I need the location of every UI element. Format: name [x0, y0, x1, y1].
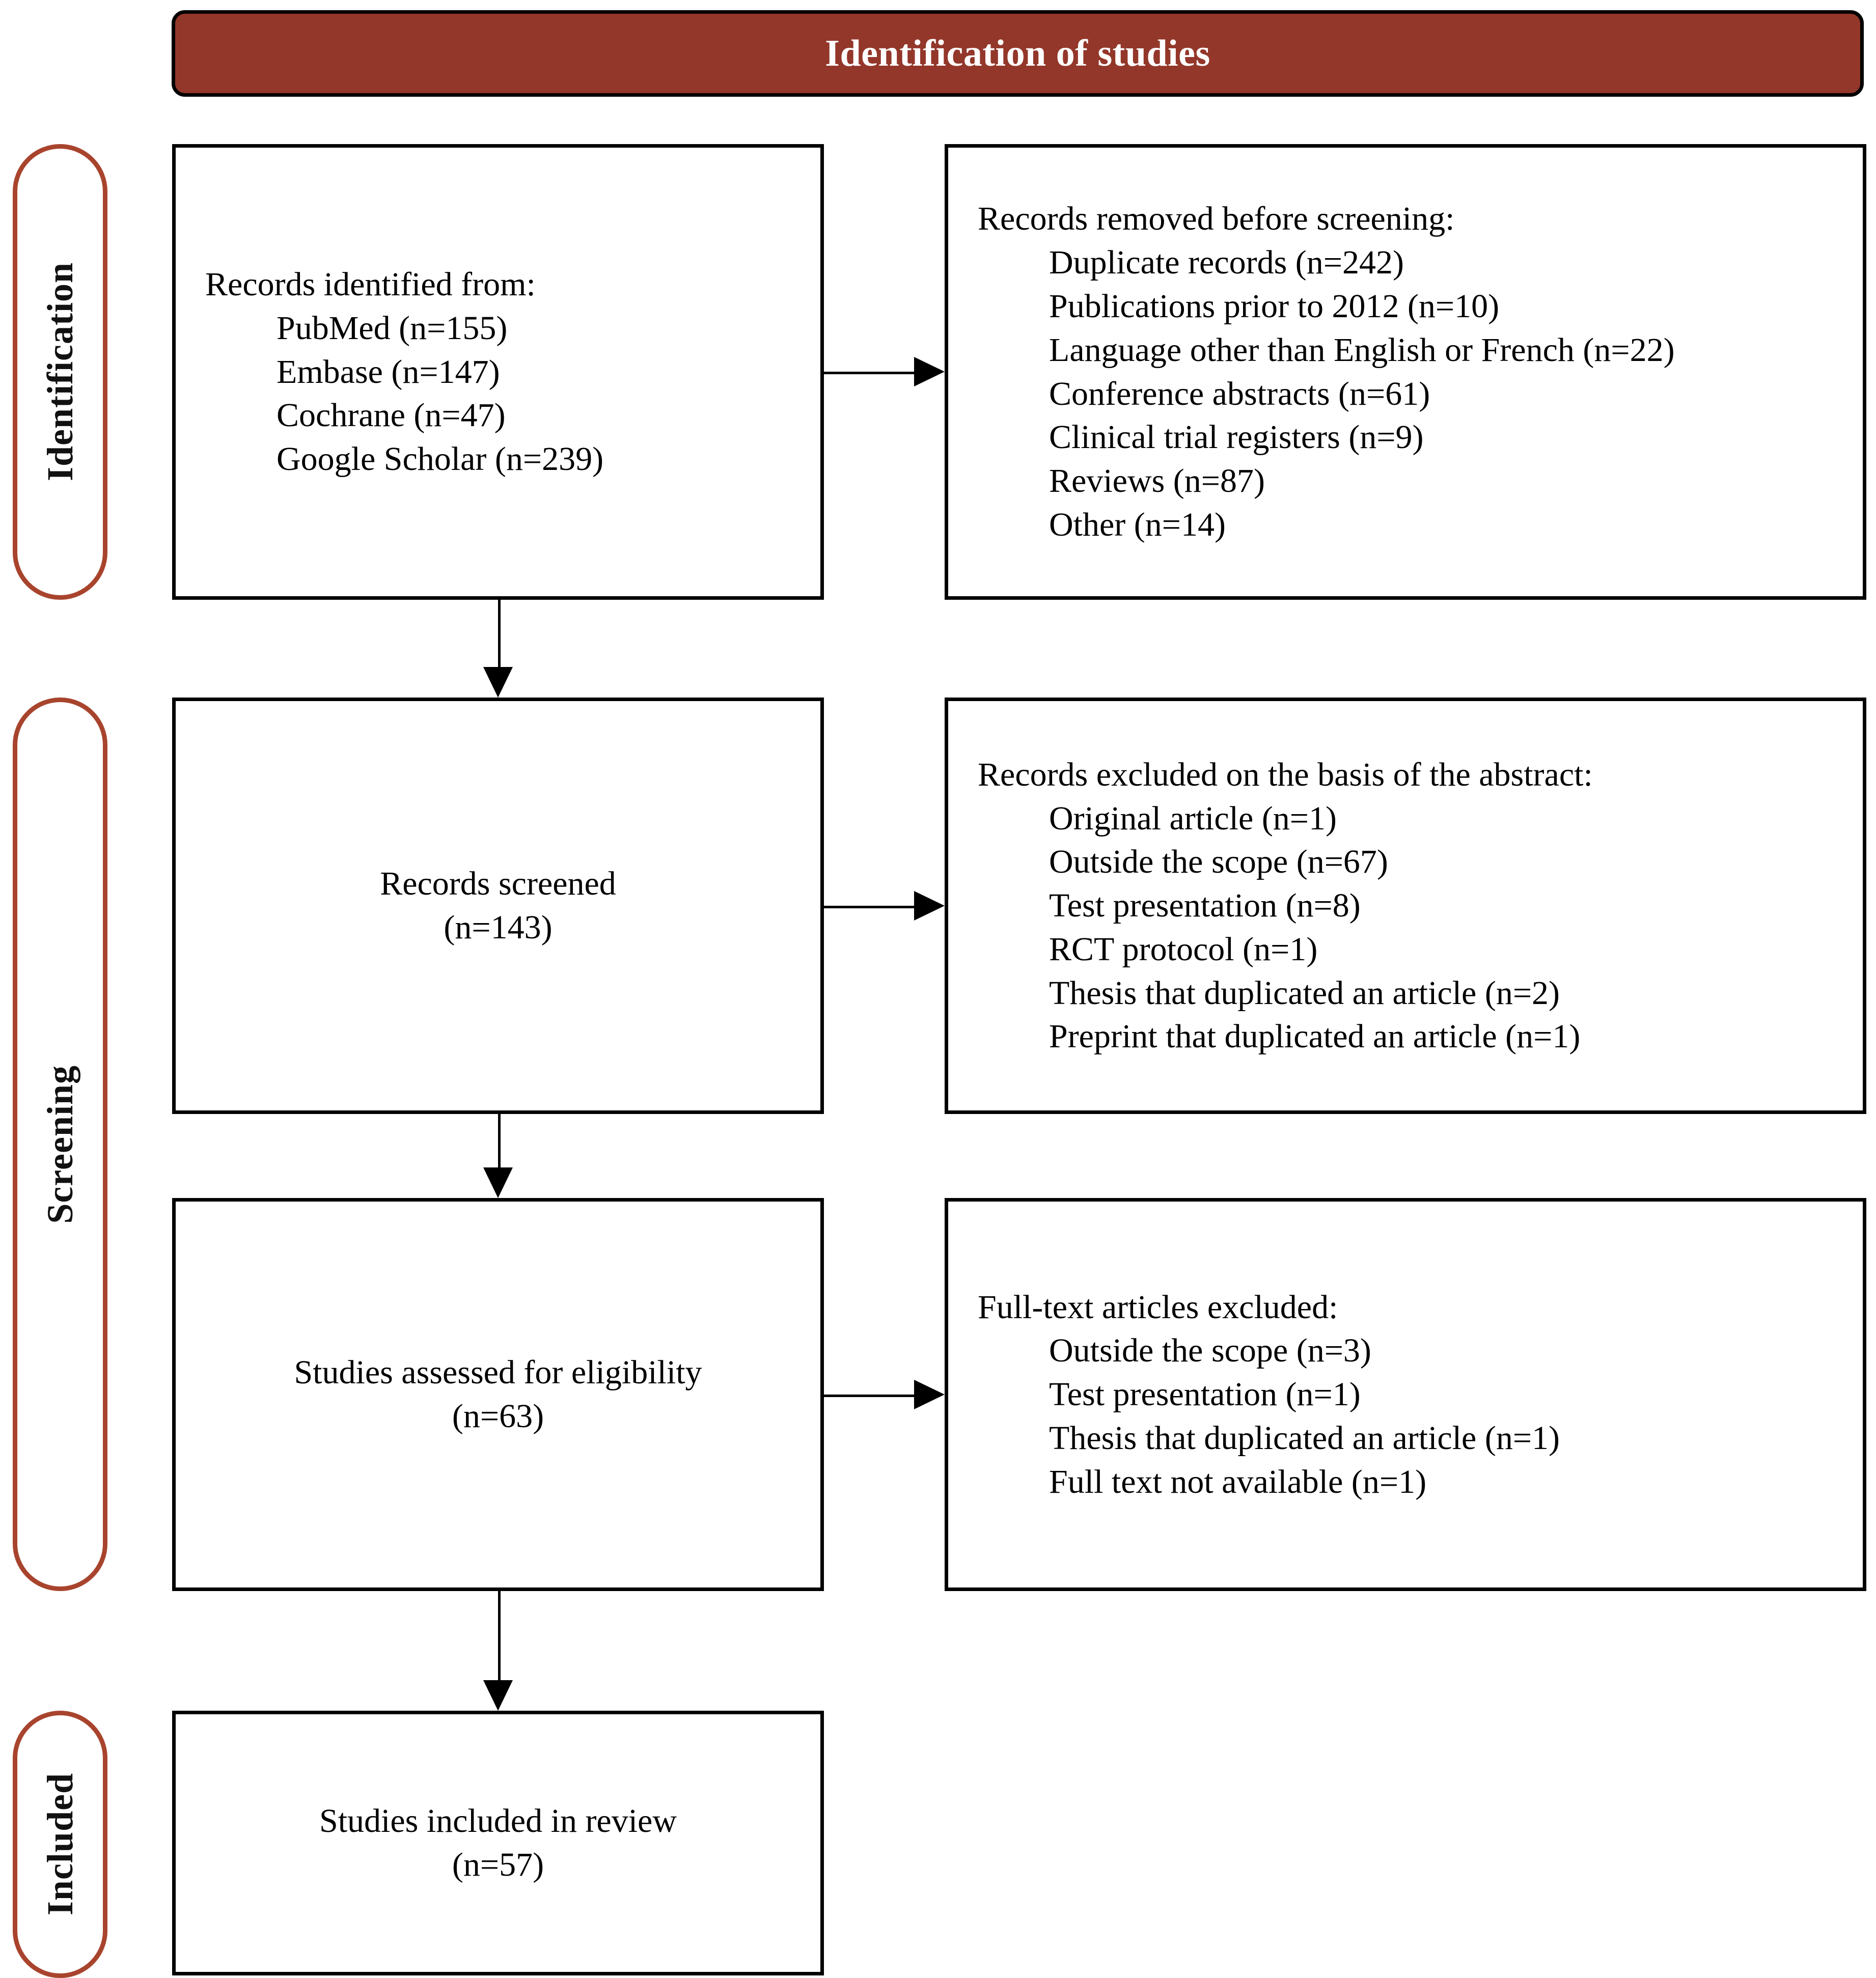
- records-removed-item: Other (n=14): [1049, 506, 1226, 543]
- records-excluded-heading: Records excluded on the basis of the abs…: [978, 753, 1593, 797]
- records-removed-item: Publications prior to 2012 (n=10): [1049, 287, 1500, 325]
- included-line2: (n=57): [452, 1846, 544, 1883]
- records-identified-item: Embase (n=147): [277, 353, 500, 391]
- box-fulltext-articles-excluded: Full-text articles excluded: Outside the…: [945, 1198, 1866, 1591]
- records-removed-item: Conference abstracts (n=61): [1049, 375, 1430, 412]
- records-screened-line1: Records screened: [380, 865, 616, 903]
- records-removed-heading-plain: Records removed: [978, 200, 1223, 238]
- records-identified-item: PubMed (n=155): [277, 309, 508, 347]
- stage-label-screening-text: Screening: [39, 1065, 80, 1224]
- stage-label-included: Included: [13, 1711, 107, 1978]
- page-title: Identification of studies: [825, 33, 1210, 74]
- records-excluded-heading-italic: on the basis of the abstract: [1226, 756, 1584, 793]
- fulltext-excluded-item: Full text not available (n=1): [1049, 1463, 1427, 1500]
- records-excluded-heading-tail: :: [1583, 756, 1593, 793]
- fulltext-excluded-heading: Full-text articles excluded:: [978, 1288, 1338, 1326]
- included-line1: Studies included in review: [319, 1802, 677, 1840]
- records-identified-item: Google Scholar (n=239): [277, 440, 604, 478]
- stage-label-identification: Identification: [13, 144, 107, 600]
- box-studies-included-review: Studies included in review (n=57): [172, 1711, 824, 1975]
- records-excluded-item: Outside the scope (n=67): [1049, 843, 1388, 881]
- records-excluded-item: Thesis that duplicated an article (n=2): [1049, 974, 1560, 1012]
- records-excluded-item: RCT protocol (n=1): [1049, 930, 1318, 968]
- records-removed-item: Language other than English or French (n…: [1049, 331, 1675, 369]
- records-excluded-heading-plain: Records excluded: [978, 756, 1226, 793]
- records-screened-line2: (n=143): [444, 909, 553, 946]
- box-records-identified: Records identified from: PubMed (n=155) …: [172, 144, 824, 600]
- records-excluded-item: Original article (n=1): [1049, 799, 1337, 837]
- header-banner: Identification of studies: [172, 10, 1864, 97]
- records-removed-item: Duplicate records (n=242): [1049, 244, 1404, 282]
- fulltext-excluded-item: Thesis that duplicated an article (n=1): [1049, 1419, 1560, 1457]
- stage-label-screening: Screening: [13, 698, 107, 1591]
- stage-label-included-text: Included: [39, 1773, 80, 1916]
- box-records-removed-before-screening: Records removed before screening: Duplic…: [945, 144, 1866, 600]
- stage-label-identification-text: Identification: [39, 262, 80, 482]
- records-removed-item: Reviews (n=87): [1049, 462, 1265, 500]
- records-removed-heading-tail: :: [1445, 200, 1455, 238]
- box-studies-assessed-eligibility: Studies assessed for eligibility (n=63): [172, 1198, 824, 1591]
- fulltext-excluded-item: Test presentation (n=1): [1049, 1376, 1361, 1413]
- records-excluded-item: Preprint that duplicated an article (n=1…: [1049, 1018, 1581, 1055]
- records-removed-heading-italic: before screening: [1222, 200, 1446, 238]
- box-records-screened: Records screened (n=143): [172, 698, 824, 1114]
- records-removed-item: Clinical trial registers (n=9): [1049, 419, 1424, 456]
- records-identified-item: Cochrane (n=47): [277, 397, 506, 434]
- eligibility-line1: Studies assessed for eligibility: [294, 1354, 702, 1391]
- box-records-excluded-abstract: Records excluded on the basis of the abs…: [945, 698, 1866, 1114]
- eligibility-line2: (n=63): [452, 1398, 544, 1435]
- records-excluded-item: Test presentation (n=8): [1049, 887, 1361, 925]
- records-removed-heading: Records removed before screening:: [978, 197, 1675, 241]
- records-identified-heading: Records identified from:: [205, 266, 536, 303]
- fulltext-excluded-item: Outside the scope (n=3): [1049, 1332, 1371, 1370]
